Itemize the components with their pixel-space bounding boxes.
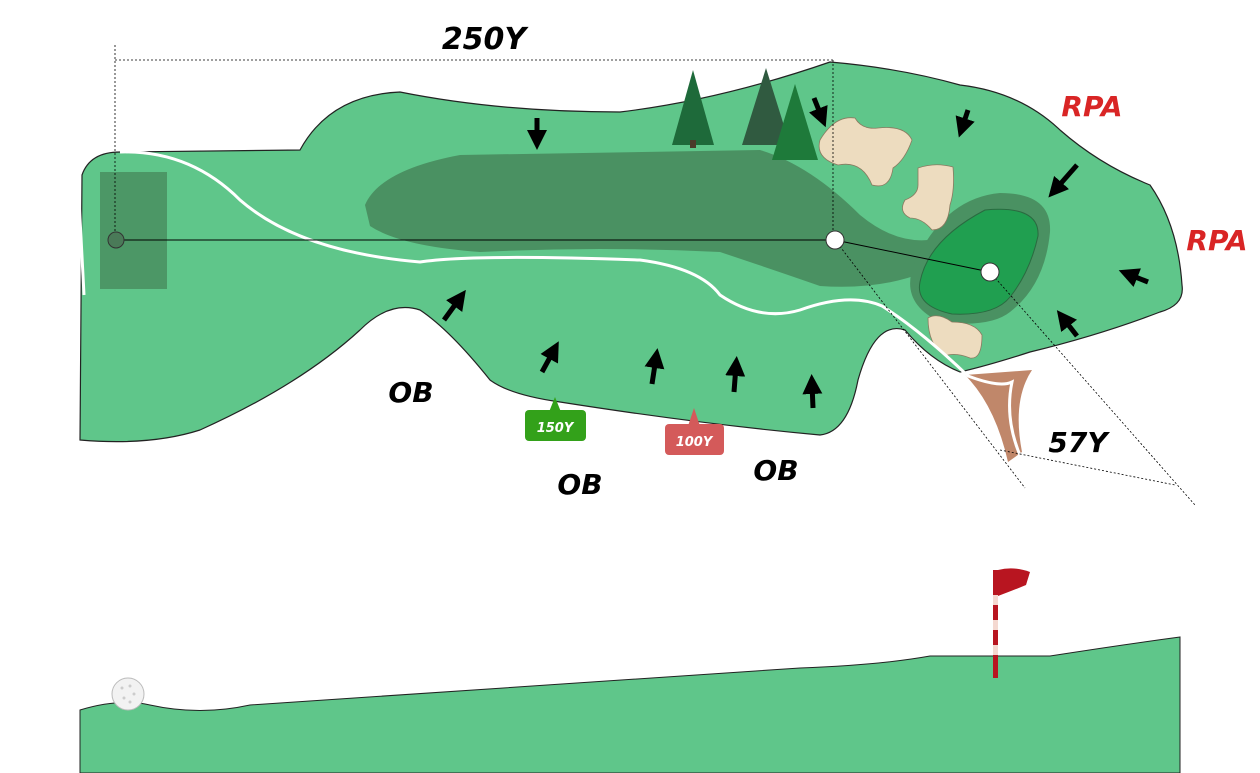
- yardage-marker-150: 150Y: [525, 397, 586, 441]
- rpa-label: RPA: [1186, 224, 1247, 257]
- green-depth-label: 57Y: [1048, 426, 1110, 459]
- ob-label: OB: [388, 376, 433, 409]
- rough-area: [79, 61, 1183, 443]
- tee-distance-label: 250Y: [442, 22, 530, 57]
- putting-green: [918, 208, 1039, 315]
- landing-point: [825, 230, 845, 250]
- tree-icon: [672, 70, 714, 148]
- tee-marker: [107, 231, 125, 249]
- tree-icon: [742, 68, 790, 145]
- golf-ball-icon: [111, 677, 145, 711]
- pin-position: [980, 262, 1000, 282]
- measure-lines: [114, 45, 1196, 506]
- terrain-profile: [79, 636, 1181, 773]
- ob-label: OB: [753, 454, 798, 487]
- cart-path: [76, 140, 1024, 461]
- ob-label: OB: [557, 468, 602, 501]
- elevation-profile: [79, 568, 1181, 773]
- flag-icon: [993, 568, 1030, 678]
- play-line: [116, 239, 991, 273]
- tree-icon: [772, 84, 818, 160]
- rpa-label: RPA: [1061, 90, 1122, 123]
- bunker: [902, 164, 954, 231]
- tee-box: [100, 172, 167, 289]
- yardage-marker-100: 100Y: [665, 408, 724, 455]
- hole-map: 250Y RPA RPA OB OB OB 57Y 150Y 100Y: [76, 22, 1248, 506]
- slope-arrows: [441, 97, 1149, 409]
- svg-text:100Y: 100Y: [676, 435, 714, 450]
- svg-text:150Y: 150Y: [537, 421, 575, 436]
- fairway: [365, 150, 962, 287]
- bunker: [818, 117, 913, 187]
